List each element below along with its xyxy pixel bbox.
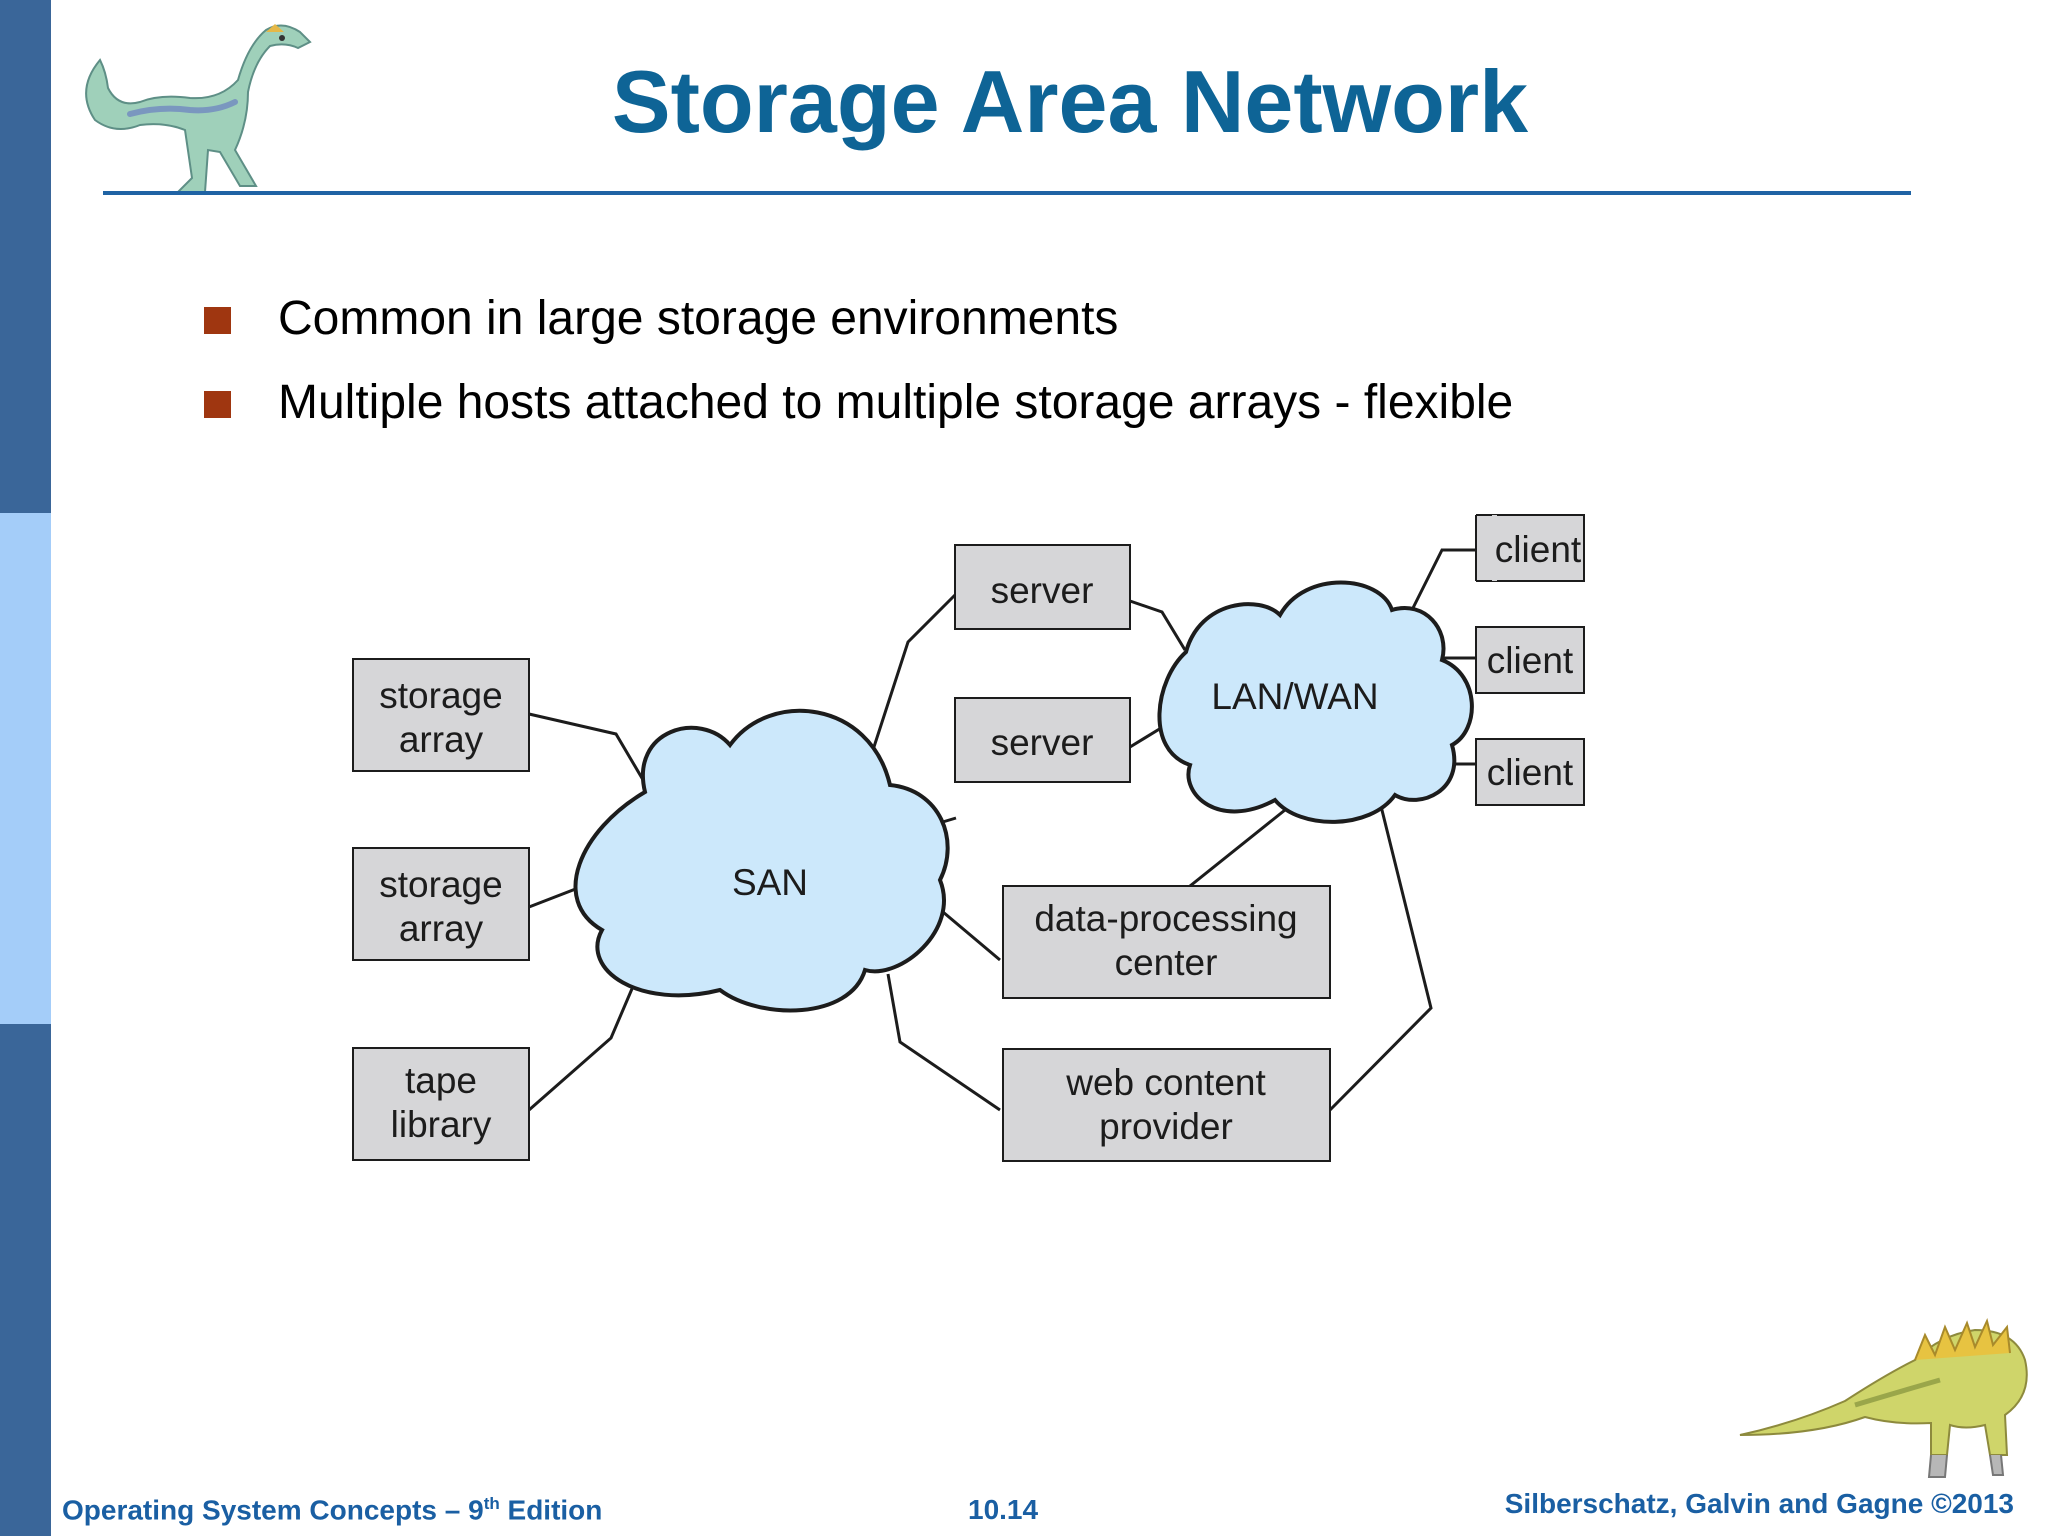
web-content-provider-label: web content xyxy=(1065,1062,1266,1103)
slide-title: Storage Area Network xyxy=(611,52,1529,151)
client-box: client xyxy=(1475,626,1585,694)
client-label: client xyxy=(1495,529,1582,570)
san-cloud xyxy=(573,708,950,1013)
web-content-provider-box: web content provider xyxy=(1002,1048,1331,1162)
tape-library-label: library xyxy=(391,1104,492,1145)
dinosaur-top-left-icon xyxy=(85,24,312,193)
san-diagram: SAN LAN/WAN storage array storage array … xyxy=(352,514,1585,1162)
tape-library-box: tape library xyxy=(352,1047,530,1161)
web-content-provider-label: provider xyxy=(1099,1106,1233,1147)
bullet-square-icon xyxy=(204,391,231,418)
footer-book-title-main: Operating System Concepts – 9 xyxy=(62,1494,484,1526)
title-divider xyxy=(103,191,1911,195)
data-processing-center-box: data-processing center xyxy=(1002,885,1331,999)
client-label: client xyxy=(1487,752,1574,793)
data-processing-label: center xyxy=(1115,942,1218,983)
footer-page-number: 10.14 xyxy=(968,1494,1039,1525)
client-box: client xyxy=(1475,738,1585,806)
tape-library-label: tape xyxy=(405,1060,477,1101)
lan-wan-cloud xyxy=(1157,580,1474,824)
server-label: server xyxy=(991,722,1094,763)
connection-lines xyxy=(528,548,1476,1112)
storage-array-box: storage array xyxy=(352,847,530,961)
storage-array-box: storage array xyxy=(352,658,530,772)
footer-authors: Silberschatz, Galvin and Gagne ©2013 xyxy=(1504,1488,2014,1519)
dinosaur-bottom-right-icon xyxy=(1739,1318,2028,1478)
left-sidebar-highlight xyxy=(0,513,51,1024)
server-box: server xyxy=(954,697,1131,783)
storage-array-label: storage xyxy=(379,864,502,905)
footer-book-title: Operating System Concepts – 9th Edition xyxy=(62,1494,602,1526)
bullet-square-icon xyxy=(204,307,231,334)
bullet-text: Common in large storage environments xyxy=(278,292,1119,345)
storage-array-label: storage xyxy=(379,675,502,716)
san-label: SAN xyxy=(732,862,808,903)
server-box: server xyxy=(954,544,1131,630)
server-label: server xyxy=(991,570,1094,611)
client-label: client xyxy=(1487,640,1574,681)
storage-array-label: array xyxy=(399,908,484,949)
bullet-text: Multiple hosts attached to multiple stor… xyxy=(278,376,1514,429)
footer-book-edition-sup: th xyxy=(483,1494,500,1513)
storage-array-label: array xyxy=(399,719,484,760)
client-box: client xyxy=(1491,514,1585,582)
data-processing-label: data-processing xyxy=(1034,898,1297,939)
lan-wan-label: LAN/WAN xyxy=(1211,676,1378,717)
footer-book-title-tail: Edition xyxy=(499,1494,603,1526)
